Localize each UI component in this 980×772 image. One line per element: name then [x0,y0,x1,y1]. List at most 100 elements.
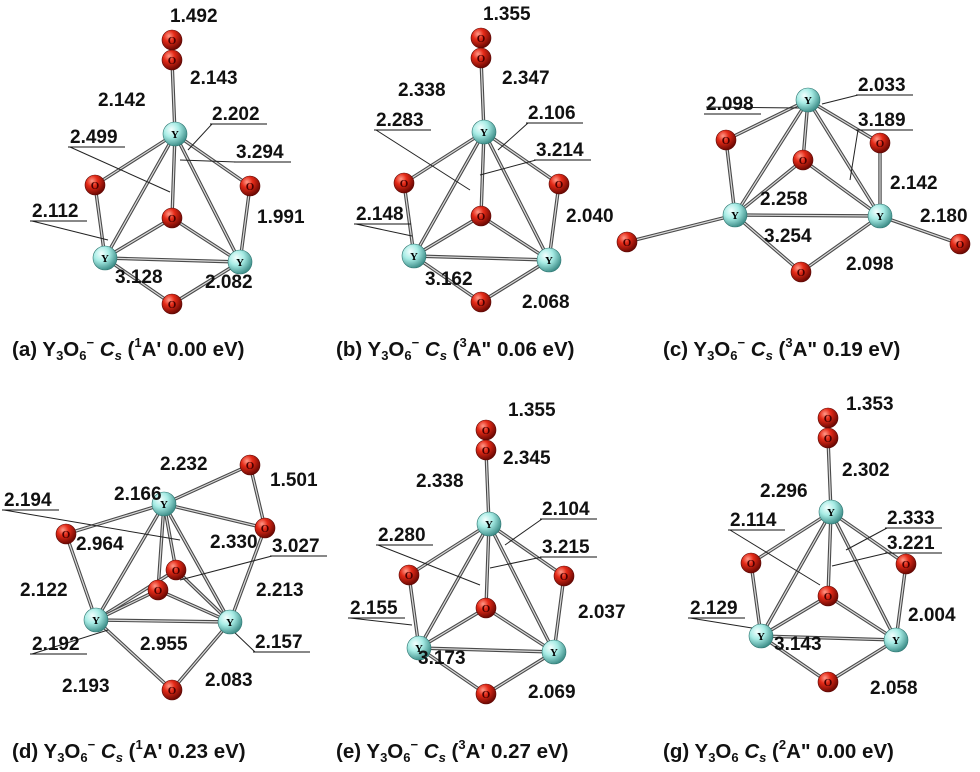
panel-c-bond-yl-yr-highlight [734,214,881,217]
panel-g-bond-label-4: 2.114 [730,510,777,531]
panel-c-bond-ytop-yl-highlight [734,99,809,216]
panel-a-bond-yl-ob-highlight [104,257,173,305]
panel-e-atom-yr: Y [541,639,567,665]
panel-d-bond-label-6: 3.027 [272,536,320,557]
panel-d-atom-yr: Y [217,609,243,635]
panel-a-leader-1 [69,146,171,193]
svg-text:O: O [477,297,486,309]
panel-a-bond-yr-or-highlight [239,185,251,263]
caption-panel-b: (b) Y3O6− Cs (3A" 0.06 eV) [336,335,575,363]
panel-g-leader-2 [831,552,888,567]
svg-text:Y: Y [101,253,109,265]
panel-e-bond-ytop-yr-highlight [488,523,555,653]
svg-text:Y: Y [485,519,493,531]
svg-text:Y: Y [545,255,553,267]
panel-b-bond-ytop-ol-highlight [403,131,485,184]
panel-d-leader-2 [31,629,109,655]
svg-text:O: O [246,181,255,193]
panel-g-bond-label-9: 2.058 [870,678,918,699]
svg-text:O: O [623,237,632,249]
panel-d-bond-label-1: 1.501 [270,470,318,491]
panel-e-bond-yr-or-highlight [553,575,565,653]
svg-text:O: O [168,35,177,47]
panel-e-bond-label-7: 2.037 [578,602,626,623]
panel-c-atom-ol: O [715,129,737,151]
svg-text:Y: Y [827,507,835,519]
panel-c-atom-ytop: Y [795,87,821,113]
panel-g-bond-label-2: 2.296 [760,481,808,502]
panel-d-bond-yt-yr-highlight [163,503,231,623]
panel-e-bond-yr-oc-highlight [485,607,555,653]
panel-g-atom-ytop: Y [818,499,844,525]
svg-text:Y: Y [480,127,488,139]
panel-a-bond-label-6: 2.112 [32,201,79,222]
panel-d-bond-yt-yl-highlight [95,503,165,621]
panel-b-leader-3 [355,223,413,237]
panel-a-bond-label-1: 2.143 [190,68,238,89]
panel-c-leader-1 [705,106,801,109]
panel-g-bond-ytop-ol-highlight [750,511,832,564]
svg-text:O: O [902,559,911,571]
caption-panel-c: (c) Y3O6− Cs (3A" 0.19 eV) [663,335,901,363]
panel-c-bond-yl-oc-highlight [734,159,804,216]
panel-a-bond-label-9: 2.082 [205,272,253,293]
panel-a-bond-ytop-yl-highlight [104,133,176,259]
panel-c-bond-yr-ofr-highlight [879,215,961,245]
panel-d-bond-label-11: 2.157 [255,632,303,653]
panel-d-leader-1 [179,555,273,581]
panel-a-bond-label-4: 2.499 [70,127,118,148]
panel-d-bond-label-9: 2.192 [32,634,80,655]
panel-e-bond-ytop-or-highlight [488,523,565,577]
panel-e-bond-ytop-yl-highlight [418,523,490,649]
panel-e-leader-2 [489,556,543,569]
panel-g-bond-yl-ob-highlight [760,635,829,683]
panel-b-bond-ytop-or-highlight [483,131,560,185]
panel-d-leader-3 [231,629,256,653]
panel-b-bond-yr-oc-highlight [480,215,550,261]
panel-b-leader-0 [497,122,529,151]
leader-lines-layer [3,94,888,655]
panel-a-bond-ytop-oc-highlight [171,133,176,219]
panel-c-atom-ob: O [790,261,812,283]
panel-e-bond-yr-ob-highlight [485,651,555,695]
panel-d-atom-oc2: O [147,579,169,601]
panel-g-atom-yl: Y [748,623,774,649]
panel-e-bond-label-4: 2.280 [378,525,426,546]
svg-text:O: O [824,677,833,689]
panel-b-atom-or: O [548,173,570,195]
panel-a-bond-label-3: 2.202 [212,104,260,125]
panel-d-bond-yt-oa-highlight [163,464,251,505]
panel-e-atom-ol: O [398,564,420,586]
svg-text:O: O [824,591,833,603]
svg-text:Y: Y [226,617,234,629]
panel-b-bond-label-1: 2.347 [502,68,550,89]
panel-g-bond-yr-ob-highlight [827,639,897,683]
panel-c-bond-label-2: 3.189 [858,110,906,131]
panel-d-bond-label-0: 2.232 [160,454,208,475]
panel-c-atom-oc: O [792,149,814,171]
svg-text:O: O [555,179,564,191]
panel-a-bond-label-0: 1.492 [170,6,218,27]
svg-text:O: O [477,211,486,223]
panel-d-bond-yr-obot-highlight [171,621,231,691]
panel-g-bond-label-0: 1.353 [846,394,894,415]
panel-e-bond-yl-ob-highlight [418,647,487,695]
panel-c-atom-ofr: O [949,233,971,255]
panel-g-bond-label-7: 2.004 [908,605,956,626]
panel-g-bond-ytop-oc-highlight [827,511,832,597]
panel-d-bond-yl-obot-highlight [95,619,173,691]
svg-text:O: O [560,571,569,583]
svg-text:O: O [154,585,163,597]
panel-c-bond-label-3: 2.142 [890,173,938,194]
panel-b-bond-ytop-yl-highlight [413,131,485,257]
panel-a-bond-yl-yr-highlight [104,257,241,263]
panel-d-bond-yt-ob-highlight [163,503,266,529]
panel-e-atom-omid: O [475,439,497,461]
panel-d-bond-label-7: 2.122 [20,580,68,601]
panel-b-bond-ytop-yr-highlight [483,131,550,261]
panel-a-atom-ol: O [84,174,106,196]
svg-text:O: O [168,213,177,225]
svg-text:O: O [797,267,806,279]
